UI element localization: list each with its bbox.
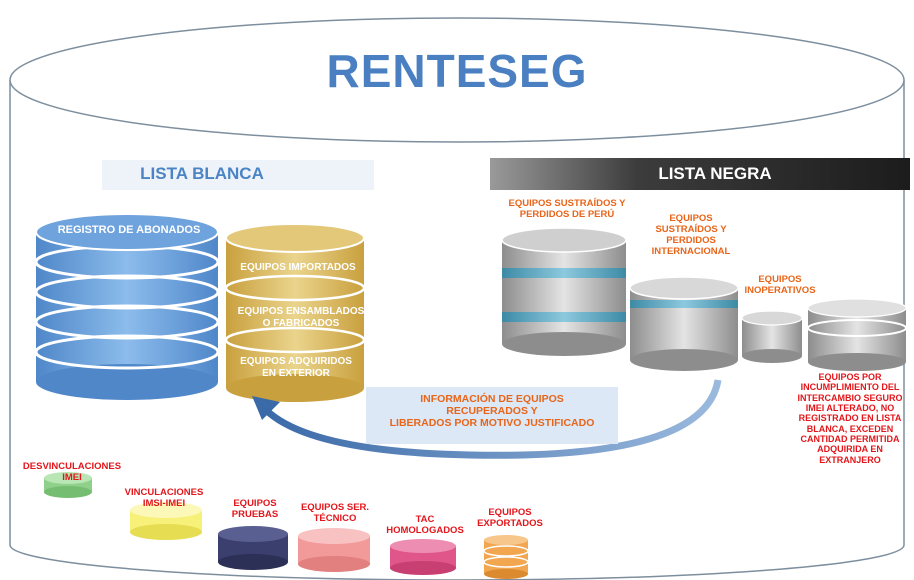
info-line-1: INFORMACIÓN DE EQUIPOS bbox=[420, 393, 564, 405]
inoperativos-label: EQUIPOS INOPERATIVOS bbox=[730, 274, 830, 297]
info-box bbox=[366, 387, 618, 444]
incumplimiento-line-8: ADQUIRIDA EN bbox=[817, 444, 883, 455]
exportados-label: EQUIPOS EXPORTADOS bbox=[470, 507, 550, 530]
internacional-line-1: EQUIPOS bbox=[669, 213, 713, 224]
lista-blanca-header: LISTA BLANCA bbox=[140, 164, 264, 183]
servicio-tecnico-line-1: EQUIPOS SER. bbox=[300, 502, 370, 513]
internacional-line-3: PERDIDOS bbox=[666, 234, 716, 246]
tac-homologados-database-icon bbox=[390, 539, 456, 575]
adquiridos-label: EQUIPOS ADQUIRIDOS EN EXTERIOR bbox=[226, 356, 366, 379]
internacional-line-4: INTERNACIONAL bbox=[651, 245, 731, 257]
exportados-line-1: EQUIPOS bbox=[488, 507, 532, 518]
internacional-line-2: SUSTRAÍDOS Y bbox=[655, 223, 727, 235]
return-arrow bbox=[252, 379, 722, 459]
inoperativos-line-1: EQUIPOS bbox=[758, 274, 802, 285]
vinculaciones-label: VINCULACIONES IMSI-IMEI bbox=[112, 487, 216, 510]
ensamblados-line-2: O FABRICADOS bbox=[262, 317, 340, 329]
equipos-pruebas-database-icon bbox=[218, 526, 288, 570]
incumplimiento-line-5: REGISTRADO EN LISTA bbox=[798, 413, 902, 424]
pruebas-line-2: PRUEBAS bbox=[231, 508, 279, 520]
inoperativos-database-icon bbox=[741, 310, 803, 363]
adquiridos-line-2: EN EXTERIOR bbox=[262, 367, 330, 379]
lista-negra-banner bbox=[490, 158, 910, 190]
info-line-3: LIBERADOS POR MOTIVO JUSTIFICADO bbox=[389, 417, 595, 430]
incumplimiento-line-2: INCUMPLIMIENTO DEL bbox=[800, 382, 900, 393]
sustraidos-internacional-database-icon bbox=[629, 276, 739, 371]
desvinculaciones-label: DESVINCULACIONES IMEI bbox=[14, 461, 130, 484]
pruebas-line-1: EQUIPOS bbox=[233, 498, 277, 509]
vinculaciones-line-1: VINCULACIONES bbox=[124, 487, 204, 498]
incumplimiento-line-4: IMEI ALTERADO, NO bbox=[805, 403, 895, 414]
incumplimiento-database-icon bbox=[807, 298, 907, 371]
info-line-2: RECUPERADOS Y bbox=[446, 405, 538, 418]
importados-label: EQUIPOS IMPORTADOS bbox=[240, 262, 356, 273]
lista-blanca-banner bbox=[102, 160, 374, 190]
vinculaciones-database-icon bbox=[130, 502, 202, 540]
incumplimiento-line-7: CANTIDAD PERMITIDA bbox=[800, 434, 900, 445]
equipos-servicio-tecnico-database-icon bbox=[298, 528, 370, 572]
adquiridos-line-1: EQUIPOS ADQUIRIDOS bbox=[240, 356, 352, 367]
desvinculaciones-line-2: IMEI bbox=[62, 471, 82, 483]
exportados-line-2: EXPORTADOS bbox=[477, 517, 543, 529]
incumplimiento-line-9: EXTRANJERO bbox=[819, 454, 881, 465]
outer-cylinder bbox=[9, 17, 905, 580]
equipos-exportados-database-icon bbox=[483, 535, 529, 579]
registro-abonados-label: REGISTRO DE ABONADOS bbox=[57, 224, 201, 236]
peru-line-2: PERDIDOS DE PERÚ bbox=[519, 208, 615, 220]
servicio-tecnico-line-2: TÉCNICO bbox=[313, 512, 357, 524]
tac-line-1: TAC bbox=[415, 514, 435, 525]
incumplimiento-line-3: INTERCAMBIO SEGURO bbox=[797, 392, 903, 403]
peru-label: EQUIPOS SUSTRAÍDOS Y PERDIDOS DE PERÚ bbox=[492, 198, 642, 221]
sustraidos-peru-database-icon bbox=[501, 227, 627, 356]
info-label: INFORMACIÓN DE EQUIPOS RECUPERADOS Y LIB… bbox=[366, 393, 618, 429]
internacional-label: EQUIPOS SUSTRAÍDOS Y PERDIDOS INTERNACIO… bbox=[636, 213, 746, 258]
servicio-tecnico-label: EQUIPOS SER. TÉCNICO bbox=[290, 502, 380, 525]
registro-abonados-database-icon bbox=[34, 213, 220, 400]
incumplimiento-label: EQUIPOS POR INCUMPLIMIENTO DEL INTERCAMB… bbox=[786, 372, 914, 465]
lista-negra-header: LISTA NEGRA bbox=[658, 164, 772, 183]
ensamblados-line-1: EQUIPOS ENSAMBLADOS bbox=[237, 306, 365, 317]
tac-label: TAC HOMOLOGADOS bbox=[378, 514, 472, 537]
desvinculaciones-database-icon bbox=[44, 472, 92, 498]
vinculaciones-line-2: IMSI-IMEI bbox=[142, 497, 186, 509]
inoperativos-line-2: INOPERATIVOS bbox=[744, 284, 816, 296]
peru-line-1: EQUIPOS SUSTRAÍDOS Y bbox=[508, 198, 626, 209]
equipos-importados-database-icon bbox=[224, 223, 366, 402]
incumplimiento-line-6: BLANCA, EXCEDEN bbox=[806, 423, 894, 434]
ensamblados-label: EQUIPOS ENSAMBLADOS O FABRICADOS bbox=[226, 306, 376, 329]
tac-line-2: HOMOLOGADOS bbox=[386, 524, 464, 536]
incumplimiento-line-1: EQUIPOS POR bbox=[818, 372, 882, 382]
pruebas-label: EQUIPOS PRUEBAS bbox=[220, 498, 290, 521]
page-title: RENTESEG bbox=[326, 45, 588, 97]
desvinculaciones-line-1: DESVINCULACIONES bbox=[22, 461, 122, 472]
